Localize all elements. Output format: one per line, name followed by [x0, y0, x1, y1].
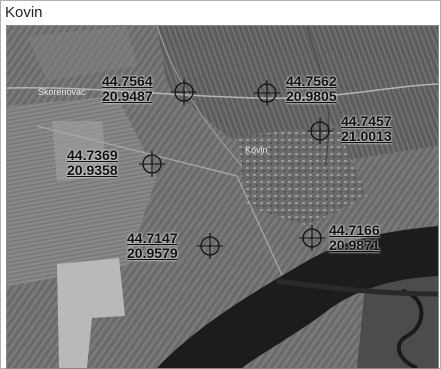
crosshair-icon: [197, 233, 223, 259]
window-title: Kovin: [5, 4, 43, 21]
marker-longitude: 20.9871: [329, 237, 380, 253]
marker-coordinates: 44.7457 21.0013: [341, 114, 392, 144]
crosshair-icon: [254, 80, 280, 106]
satellite-map[interactable]: Skorenovac Kovin: [6, 25, 439, 369]
marker-coordinates: 44.7564 20.9487: [102, 74, 153, 104]
crosshair-icon: [299, 225, 325, 251]
crosshair-icon: [307, 118, 333, 144]
marker-coordinates: 44.7562 20.9805: [286, 74, 337, 104]
marker-latitude: 44.7457: [341, 113, 392, 129]
marker-longitude: 20.9805: [286, 88, 337, 104]
marker-longitude: 20.9487: [102, 88, 153, 104]
crosshair-icon: [171, 79, 197, 105]
marker-coordinates: 44.7369 20.9358: [67, 148, 118, 178]
marker-latitude: 44.7369: [67, 147, 118, 163]
marker-coordinates: 44.7147 20.9579: [127, 231, 178, 261]
place-label-skorenovac: Skorenovac: [38, 87, 86, 97]
marker-layer: [139, 79, 333, 259]
marker-latitude: 44.7166: [329, 222, 380, 238]
marker-latitude: 44.7147: [127, 230, 178, 246]
marker-latitude: 44.7562: [286, 73, 337, 89]
marker-latitude: 44.7564: [102, 73, 153, 89]
marker-longitude: 20.9579: [127, 245, 178, 261]
map-imagery: [7, 26, 438, 368]
marker-longitude: 20.9358: [67, 162, 118, 178]
place-label-kovin: Kovin: [245, 145, 268, 155]
marker-longitude: 21.0013: [341, 128, 392, 144]
marker-coordinates: 44.7166 20.9871: [329, 223, 380, 253]
crosshair-icon: [139, 151, 165, 177]
